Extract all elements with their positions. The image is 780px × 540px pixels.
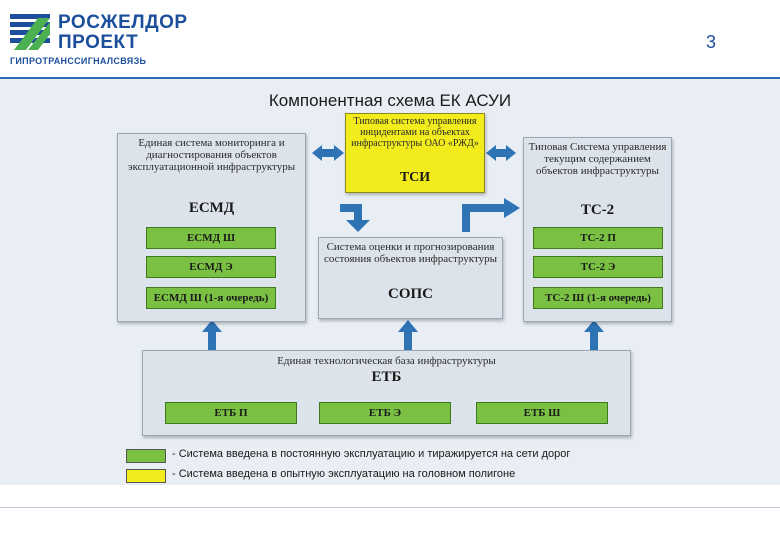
etb-abbr: ЕТБ xyxy=(371,369,402,385)
sops-description: Система оценки и прогнозирования состоян… xyxy=(323,241,498,265)
tsi-description: Типовая система управления инцидентами н… xyxy=(351,116,479,149)
esmd-abbr: ЕСМД xyxy=(188,200,235,216)
company-logo: РОСЖЕЛДОР ПРОЕКТ ГИПРОТРАНССИГНАЛСВЯЗЬ xyxy=(8,12,208,72)
double-arrow-tsi-ts2 xyxy=(486,145,516,161)
footer-divider xyxy=(0,507,780,508)
etb-sub-3: ЕТБ Ш xyxy=(476,402,608,424)
etb-sub-1: ЕТБ П xyxy=(165,402,297,424)
legend-swatch-green xyxy=(126,449,166,463)
diagram-title: Компонентная схема ЕК АСУИ xyxy=(268,91,512,110)
ts2-sub-2: ТС-2 Э xyxy=(533,256,663,278)
esmd-sub-2: ЕСМД Э xyxy=(146,256,276,278)
footer-band xyxy=(0,485,780,497)
logo-line1: РОСЖЕЛДОР xyxy=(58,12,188,33)
ts2-sub-3: ТС-2 Ш (1-я очередь) xyxy=(533,287,663,309)
up-arrow-sops xyxy=(398,320,418,352)
bent-arrow-right xyxy=(462,198,520,232)
sops-abbr: СОПС xyxy=(388,286,433,302)
legend-text-green: - Система введена в постоянную эксплуата… xyxy=(172,448,571,460)
esmd-description: Единая система мониторинга и диагностиро… xyxy=(127,137,296,173)
header: РОСЖЕЛДОР ПРОЕКТ ГИПРОТРАНССИГНАЛСВЯЗЬ 3 xyxy=(0,0,780,80)
ts2-sub-1: ТС-2 П xyxy=(533,227,663,249)
bent-arrow-left xyxy=(340,204,370,232)
sops-panel: Система оценки и прогнозирования состоян… xyxy=(318,237,503,319)
rzd-logo-icon xyxy=(10,14,50,50)
header-divider xyxy=(0,77,780,79)
etb-description: Единая технологическая база инфраструкту… xyxy=(277,355,496,367)
page-number: 3 xyxy=(706,32,717,52)
ts2-description: Типовая Система управления текущим содер… xyxy=(528,141,667,177)
logo-line3: ГИПРОТРАНССИГНАЛСВЯЗЬ xyxy=(10,56,147,66)
etb-sub-2: ЕТБ Э xyxy=(319,402,451,424)
ts2-abbr: ТС-2 xyxy=(580,202,615,218)
logo-line2: ПРОЕКТ xyxy=(58,32,139,53)
esmd-sub-1: ЕСМД Ш xyxy=(146,227,276,249)
legend-text-yellow: - Система введена в опытную эксплуатацию… xyxy=(172,468,516,480)
up-arrow-esmd xyxy=(202,320,222,352)
esmd-sub-3: ЕСМД Ш (1-я очередь) xyxy=(146,287,276,309)
double-arrow-esmd-tsi xyxy=(312,145,344,161)
up-arrow-ts2 xyxy=(584,320,604,352)
tsi-panel: Типовая система управления инцидентами н… xyxy=(345,113,485,193)
legend-swatch-yellow xyxy=(126,469,166,483)
tsi-abbr: ТСИ xyxy=(399,170,431,185)
